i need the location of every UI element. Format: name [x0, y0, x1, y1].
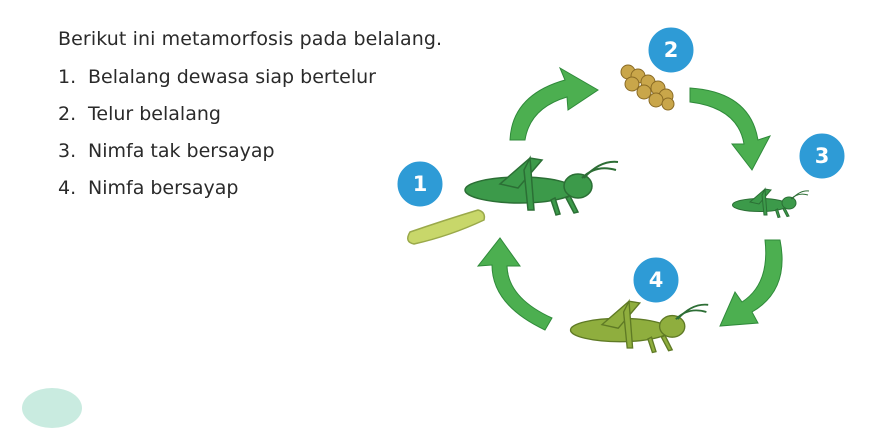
- step-text: Telur belalang: [88, 103, 221, 125]
- stage-3-nymph-icon: [732, 188, 810, 218]
- step-item-2: 2. Telur belalang: [58, 103, 442, 140]
- metamorphosis-cycle-diagram: 1 2 3 4: [394, 24, 848, 354]
- svg-text:2: 2: [664, 38, 679, 62]
- decorative-shape: [22, 388, 82, 428]
- egg-strip: [407, 209, 486, 245]
- step-number: 4.: [58, 177, 77, 199]
- step-number: 2.: [58, 103, 77, 125]
- badge-3: 3: [796, 130, 848, 182]
- arrow-2-to-3: [689, 87, 772, 171]
- intro-text: Berikut ini metamorfosis pada belalang.: [58, 28, 443, 50]
- badge-1: 1: [394, 158, 446, 210]
- svg-text:3: 3: [815, 144, 830, 168]
- badge-4: 4: [630, 254, 682, 306]
- svg-text:4: 4: [649, 268, 664, 292]
- arrow-1-to-2: [509, 66, 599, 141]
- grasshopper-icon: [464, 157, 619, 216]
- step-list: 1. Belalang dewasa siap bertelur 2. Telur …: [58, 66, 442, 214]
- stage-1-adult-grasshopper: [407, 157, 619, 245]
- step-item-1: 1. Belalang dewasa siap bertelur: [58, 66, 442, 103]
- text-block: Berikut ini metamorfosis pada belalang. …: [58, 28, 442, 214]
- step-item-3: 3. Nimfa tak bersayap: [58, 140, 442, 177]
- step-text: Nimfa tak bersayap: [88, 140, 275, 162]
- step-item-4: 4. Nimfa bersayap: [58, 177, 442, 214]
- arrow-4-to-1: [476, 237, 553, 331]
- step-text: Belalang dewasa siap bertelur: [88, 66, 376, 88]
- cycle-arrows: [476, 66, 783, 331]
- stage-2-egg-pod: [620, 64, 675, 111]
- arrow-3-to-4: [719, 239, 783, 327]
- badge-2: 2: [645, 24, 697, 76]
- stage-4-winged-nymph-icon: [569, 300, 710, 354]
- step-number: 1.: [58, 66, 77, 88]
- step-text: Nimfa bersayap: [88, 177, 239, 199]
- step-number: 3.: [58, 140, 77, 162]
- svg-text:1: 1: [413, 172, 428, 196]
